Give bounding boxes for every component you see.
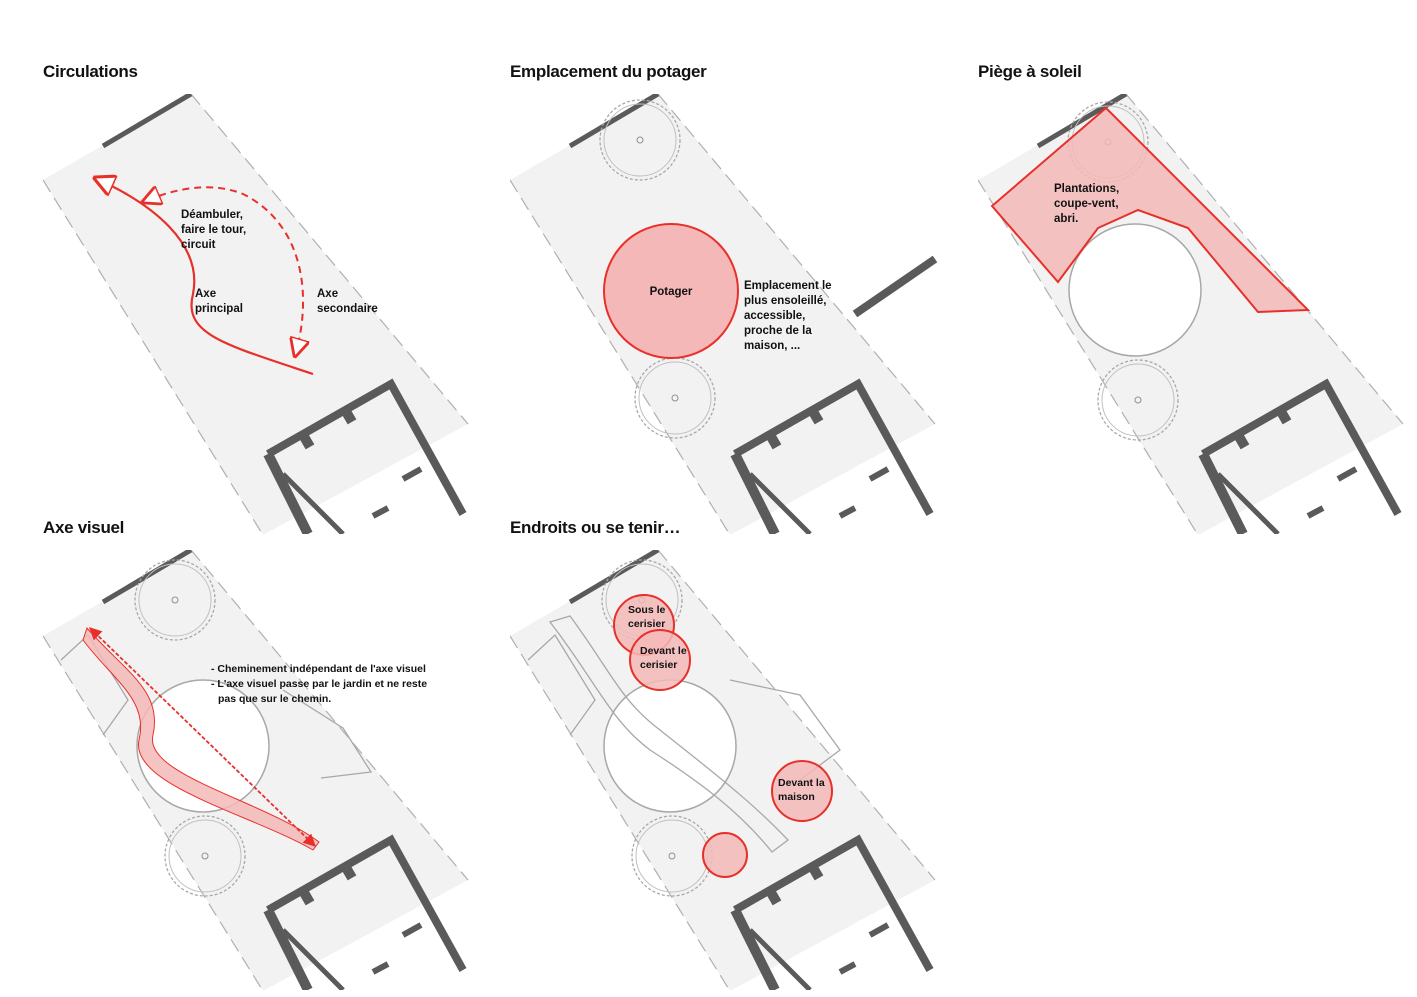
- garden-plan: [43, 94, 468, 534]
- lawn-circle: [1068, 223, 1202, 357]
- panel-title: Piège à soleil: [978, 62, 1082, 81]
- spot-front-cherry: [629, 629, 691, 691]
- panel-circulations: Circulations Déambuler, faire le tour, c…: [43, 62, 513, 522]
- garden-path: [548, 615, 789, 853]
- spot-front-house: [771, 760, 833, 822]
- under-cherry-label: Sous le cerisier: [628, 604, 668, 630]
- main-axis-label: Axe principal: [195, 288, 243, 315]
- front-cherry-label: Devant le cerisier: [640, 645, 690, 671]
- circulations-diagram: Déambuler, faire le tour, circuit Axe pr…: [43, 94, 513, 534]
- panel-title: Endroits ou se tenir…: [510, 518, 681, 537]
- visual-axis-notes: - Cheminement indépendant de l'axe visue…: [211, 663, 430, 705]
- panel-visual-axis: Axe visuel - Cheminement indépendant de …: [43, 518, 513, 978]
- panel-vegetable-garden: Emplacement du potager Potager Emplaceme…: [510, 62, 980, 522]
- visual-axis-arrow: [89, 627, 316, 847]
- panel-places-to-stay: Endroits ou se tenir… Sous le cerisier D…: [510, 518, 980, 978]
- sun-trap-diagram: Plantations, coupe-vent, abri.: [978, 94, 1408, 534]
- location-note: Emplacement le plus ensoleillé, accessib…: [744, 280, 835, 352]
- plantation-zone: [990, 106, 1311, 314]
- flaner-label: Déambuler, faire le tour, circuit: [181, 209, 249, 251]
- plantations-label: Plantations, coupe-vent, abri.: [1054, 183, 1122, 225]
- potager-zone: [603, 223, 739, 359]
- spot-small: [702, 832, 748, 878]
- front-house-label: Devant la maison: [778, 777, 828, 803]
- panel-sun-trap: Piège à soleil Plantations, coupe-vent, …: [978, 62, 1417, 522]
- secondary-axis-label: Axe secondaire: [317, 288, 378, 315]
- visual-axis-diagram: - Cheminement indépendant de l'axe visue…: [43, 550, 513, 990]
- places-diagram: Sous le cerisier Devant le cerisier Deva…: [510, 550, 980, 990]
- secondary-axis-arrow: [143, 187, 303, 356]
- panel-title: Emplacement du potager: [510, 62, 707, 81]
- panel-title: Circulations: [43, 62, 138, 81]
- vegetable-garden-diagram: Potager Emplacement le plus ensoleillé, …: [510, 94, 980, 534]
- panel-title: Axe visuel: [43, 518, 125, 537]
- lawn-circle: [603, 679, 737, 813]
- potager-label: Potager: [650, 286, 693, 298]
